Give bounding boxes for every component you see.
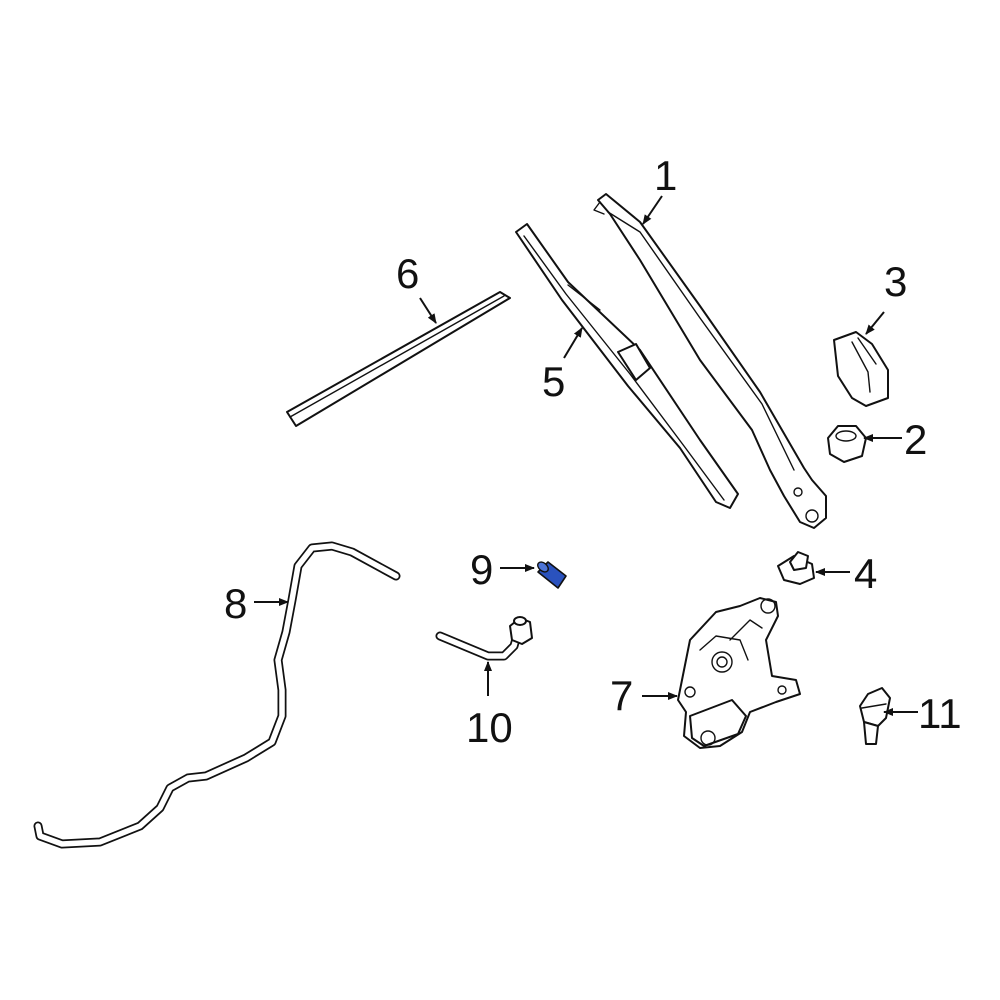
leader-line-6 [419, 297, 437, 324]
callout-8: 8 [224, 580, 247, 627]
callout-4: 4 [854, 550, 877, 597]
callout-11: 11 [918, 690, 962, 737]
part-4-grommet[interactable] [777, 551, 815, 585]
part-10-hose-fitting[interactable] [435, 616, 533, 661]
callout-10: 10 [466, 704, 513, 751]
callout-1: 1 [654, 152, 677, 199]
callout-6: 6 [396, 250, 419, 297]
callout-3: 3 [884, 258, 907, 305]
callout-2: 2 [904, 416, 927, 463]
part-5-wiper-blade[interactable] [515, 223, 739, 509]
leader-line-5 [563, 327, 583, 359]
part-6-blade-refill[interactable] [286, 291, 511, 427]
part-11-washer-nozzle[interactable] [859, 687, 891, 745]
leader-line-3 [865, 311, 885, 335]
part-2-nut[interactable] [827, 425, 867, 463]
callout-5: 5 [542, 358, 565, 405]
part-8-washer-hose[interactable] [33, 541, 401, 849]
part-9-hose-connector[interactable] [536, 560, 567, 589]
part-1-wiper-arm[interactable] [593, 193, 827, 529]
leader-line-1 [642, 195, 663, 225]
callout-7: 7 [610, 672, 633, 719]
part-3-arm-cap[interactable] [833, 331, 889, 407]
part-7-wiper-motor[interactable] [677, 597, 801, 749]
callout-9: 9 [470, 546, 493, 593]
